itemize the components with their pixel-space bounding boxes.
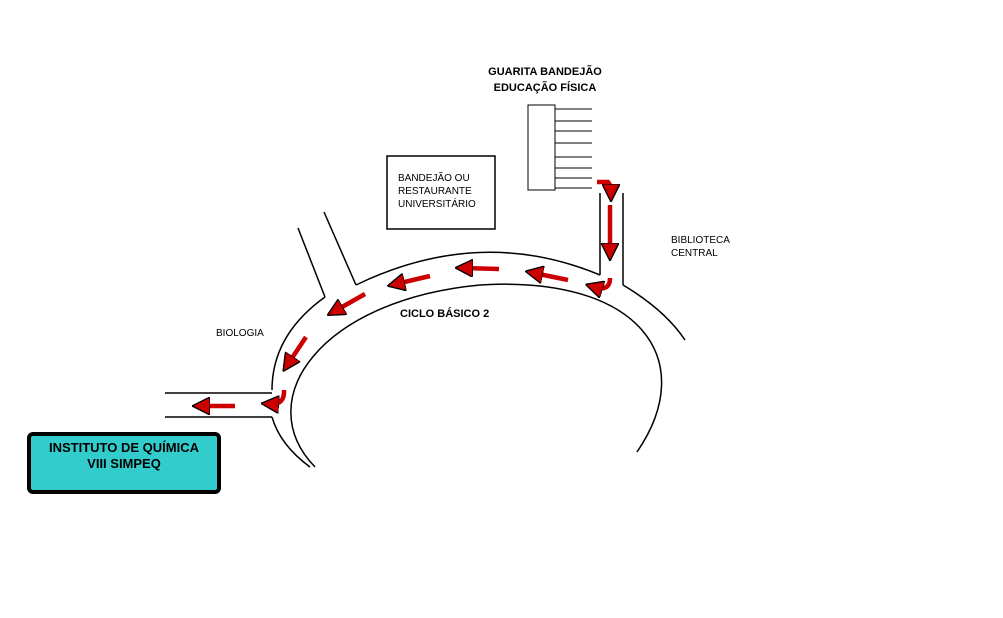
ring-outer-bottom-left [271, 416, 311, 468]
ring-outer-left [271, 296, 326, 391]
guarita-label: GUARITA BANDEJÃO EDUCAÇÃO FÍSICA [470, 64, 620, 96]
route-arrow-6 [396, 276, 431, 284]
route-arrow-3 [594, 277, 613, 288]
bandejao-label-line2: RESTAURANTE [398, 186, 472, 197]
destination-line2: VIII SIMPEQ [87, 456, 161, 471]
guarita-gate [527, 104, 592, 191]
route-arrow-5 [464, 268, 500, 269]
destination-instituto-quimica: INSTITUTO DE QUÍMICA VIII SIMPEQ [27, 432, 221, 494]
route-arrow-7 [335, 292, 367, 311]
biologia-road-left-edge [297, 227, 326, 298]
biologia-label: BIOLOGIA [216, 328, 264, 339]
ring-outer-top [355, 251, 601, 286]
biologia-road-right-edge [323, 211, 357, 286]
route [201, 179, 613, 406]
route-arrow-8 [288, 335, 308, 364]
guarita-label-line1: GUARITA BANDEJÃO [488, 66, 602, 78]
guarita-label-line2: EDUCAÇÃO FÍSICA [493, 82, 597, 94]
bandejao-label-line3: UNIVERSITÁRIO [398, 199, 476, 210]
gate-lanes [555, 108, 592, 189]
bandejao-label: BANDEJÃO OU RESTAURANTE UNIVERSITÁRIO [398, 172, 476, 211]
bandejao-building [386, 155, 496, 230]
biblioteca-label-line2: CENTRAL [671, 248, 718, 259]
gate-booth [527, 104, 556, 191]
route-arrow-9 [270, 389, 287, 404]
route-arrow-4 [534, 273, 569, 280]
ciclo-basico-label: CICLO BÁSICO 2 [400, 308, 490, 320]
biblioteca-label-line1: BIBLIOTECA [671, 235, 730, 246]
roads [165, 193, 686, 468]
biblioteca-label: BIBLIOTECA CENTRAL [671, 234, 730, 260]
ring-outer-right [622, 284, 686, 341]
route-arrow-1 [597, 179, 611, 193]
destination-line1: INSTITUTO DE QUÍMICA [49, 440, 199, 455]
bandejao-label-line1: BANDEJÃO OU [398, 173, 470, 184]
ring-inner [290, 283, 663, 468]
